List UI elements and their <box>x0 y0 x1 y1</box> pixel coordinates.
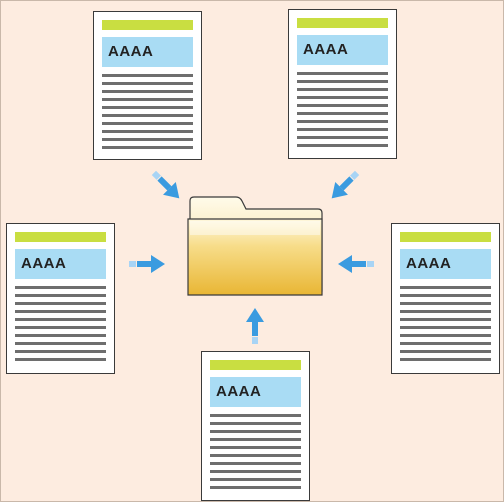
arrow-icon <box>129 255 165 273</box>
document-accent-bar <box>102 20 193 30</box>
document-title: AAAA <box>297 35 388 65</box>
document-text-lines <box>400 286 491 366</box>
document-text-lines <box>210 414 301 494</box>
arrow-icon <box>151 170 180 199</box>
document-left: AAAA <box>6 223 115 374</box>
document-title: AAAA <box>15 249 106 279</box>
document-top-right: AAAA <box>288 9 397 159</box>
document-accent-bar <box>210 360 301 370</box>
document-title: AAAA <box>102 37 193 67</box>
document-title: AAAA <box>400 249 491 279</box>
document-top-left: AAAA <box>93 11 202 160</box>
document-accent-bar <box>297 18 388 28</box>
document-text-lines <box>15 286 106 366</box>
document-text-lines <box>102 74 193 154</box>
arrow-icon <box>246 308 264 344</box>
document-right: AAAA <box>391 223 500 374</box>
arrow-icon <box>331 170 360 199</box>
arrow-icon <box>338 255 374 273</box>
document-accent-bar <box>15 232 106 242</box>
document-bottom: AAAA <box>201 351 310 501</box>
document-text-lines <box>297 72 388 152</box>
document-accent-bar <box>400 232 491 242</box>
folder-icon <box>187 196 323 296</box>
document-title: AAAA <box>210 377 301 407</box>
